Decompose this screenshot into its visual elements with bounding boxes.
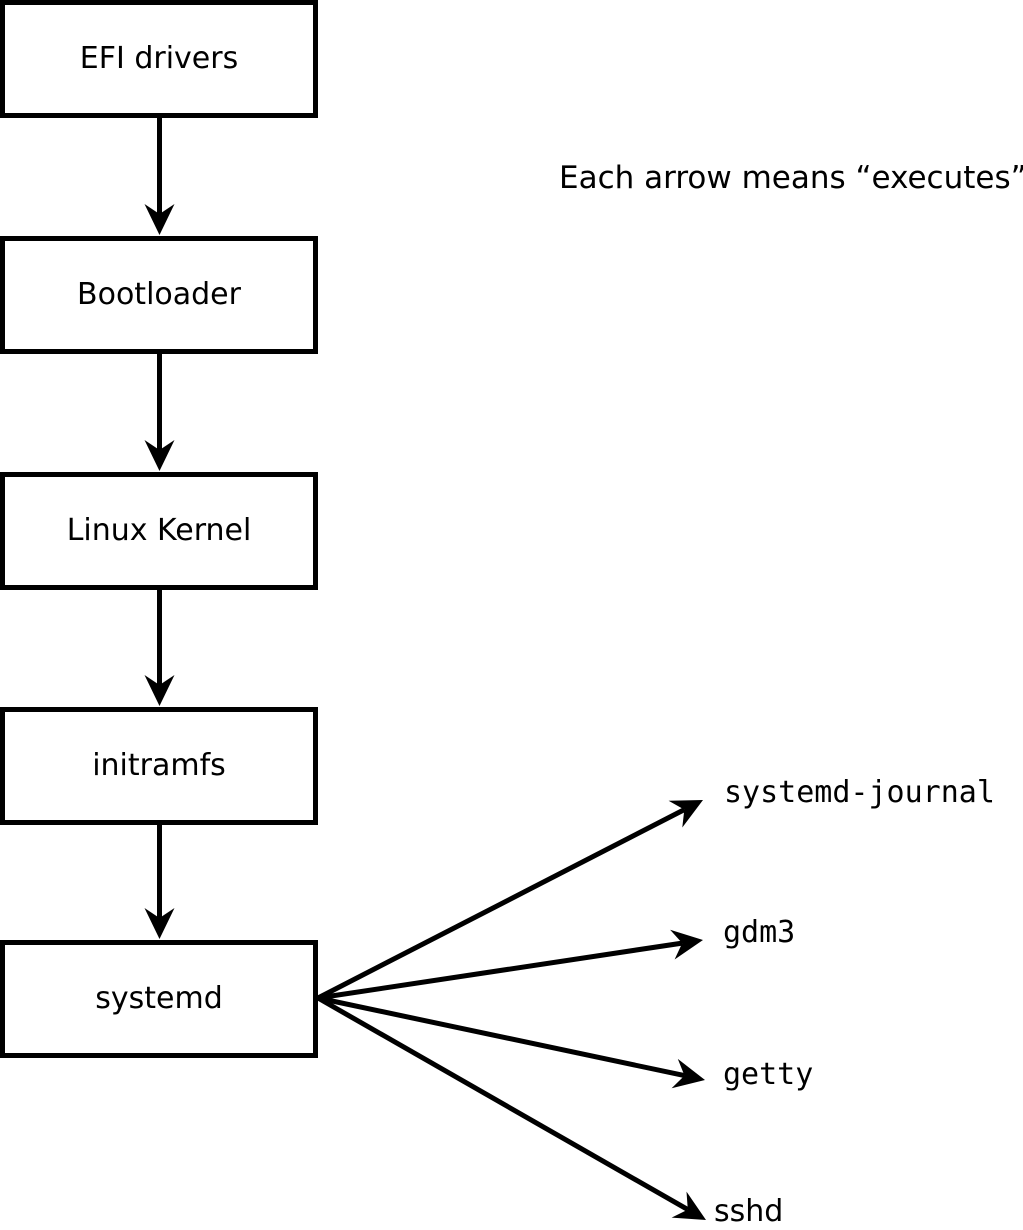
edge-systemd-to-systemd-journal xyxy=(316,800,703,1001)
edge-initramfs-to-systemd xyxy=(144,825,175,939)
arrowhead-initramfs xyxy=(144,675,175,706)
process-label-getty: getty xyxy=(723,1057,814,1092)
node-bootloader: Bootloader xyxy=(0,236,318,354)
annotation-text: Each arrow means “executes”. xyxy=(559,160,1023,196)
node-initramfs-label: initramfs xyxy=(92,748,226,783)
arrowhead-systemd xyxy=(144,908,175,939)
edge-efi-drivers-to-bootloader xyxy=(144,118,175,235)
node-linux-kernel: Linux Kernel xyxy=(0,472,318,590)
edge-systemd-to-gdm3 xyxy=(317,929,703,1001)
edge-systemd-to-sshd xyxy=(316,995,706,1220)
edge-bootloader-to-linux-kernel xyxy=(144,354,175,471)
node-bootloader-label: Bootloader xyxy=(77,277,241,312)
edge-systemd-to-getty xyxy=(317,995,705,1089)
process-label-sshd: sshd xyxy=(714,1194,784,1229)
node-efi-drivers: EFI drivers xyxy=(0,0,318,118)
arrowhead-getty xyxy=(671,1058,705,1089)
node-efi-drivers-label: EFI drivers xyxy=(79,41,239,76)
node-initramfs: initramfs xyxy=(0,707,318,825)
process-label-systemd-journal: systemd-journal xyxy=(724,775,995,810)
arrowhead-linux-kernel xyxy=(144,440,175,471)
node-systemd: systemd xyxy=(0,940,318,1058)
arrowhead-sshd xyxy=(671,1191,706,1220)
arrowhead-bootloader xyxy=(144,204,175,235)
edge-linux-kernel-to-initramfs xyxy=(144,590,175,706)
node-linux-kernel-label: Linux Kernel xyxy=(66,513,252,548)
arrowhead-gdm3 xyxy=(670,929,703,960)
process-label-gdm3: gdm3 xyxy=(723,915,796,950)
node-systemd-label: systemd xyxy=(95,981,223,1016)
arrowhead-systemd-journal xyxy=(668,800,703,828)
